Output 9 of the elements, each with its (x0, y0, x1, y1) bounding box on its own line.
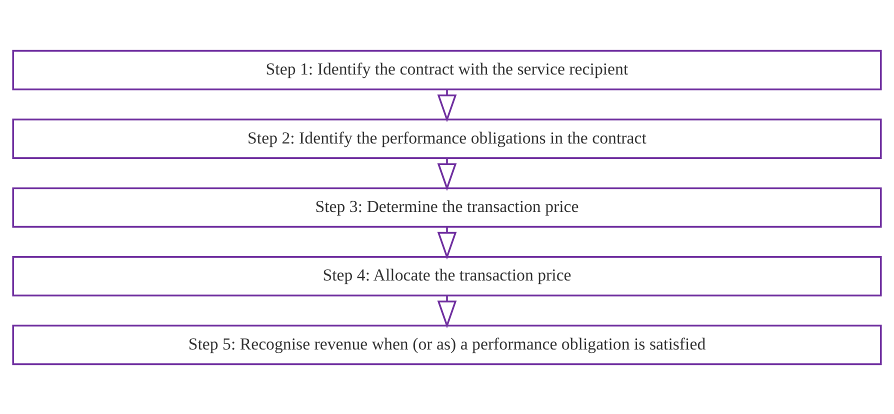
node-box: Step 2: Identify the performance obligations in the contract (12, 118, 882, 158)
node-box: Step 3: Determine the transaction price (12, 186, 882, 228)
arrow (437, 295, 457, 328)
arrow (437, 226, 457, 260)
arrow (437, 158, 457, 190)
node-box: Step 5: Recognise revenue when (or as) a performance obligation is satisfied (12, 324, 882, 365)
arrow (437, 88, 457, 122)
node-box: Step 4: Allocate the transaction price (12, 256, 882, 296)
node-box: Step 1: Identify the contract with the service recipient (12, 49, 882, 90)
